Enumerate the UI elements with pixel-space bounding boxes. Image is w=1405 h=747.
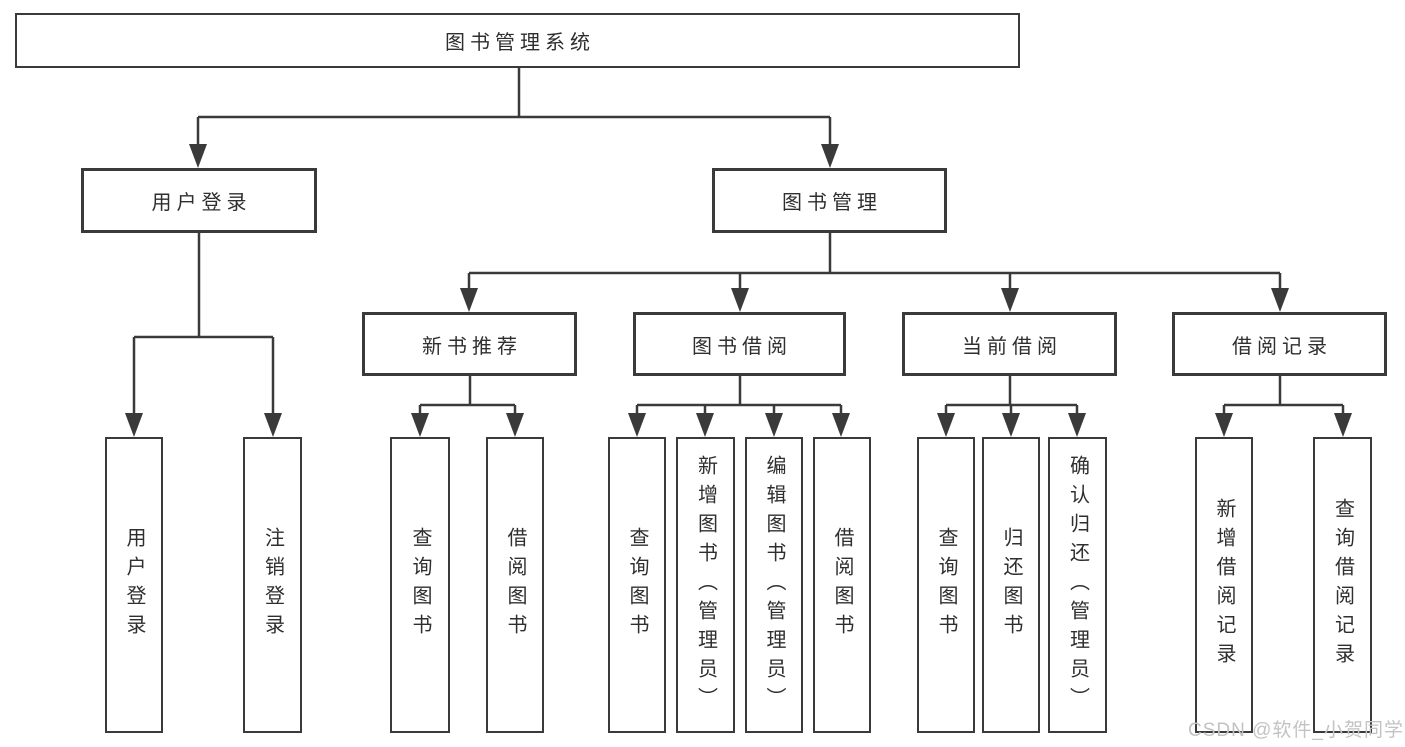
node-library-system-label: 图书管理系统 — [445, 32, 595, 54]
connector-root-to-children — [189, 68, 839, 168]
node-book-management-label: 图书管理 — [782, 192, 882, 214]
node-new-book-recommend: 新书推荐 — [362, 312, 577, 376]
node-leaf-record-query: 查询借阅记录 — [1313, 437, 1372, 733]
node-leaf-record-add-label: 新增借阅记录 — [1213, 498, 1235, 672]
node-leaf-confirm-return: 确认归还（管理员） — [1048, 437, 1107, 733]
node-user-login: 用户登录 — [81, 168, 317, 233]
node-leaf-borrow-add-book: 新增图书（管理员） — [676, 437, 735, 733]
node-leaf-record-query-label: 查询借阅记录 — [1331, 498, 1354, 672]
node-leaf-return-book-label: 归还图书 — [1000, 527, 1022, 643]
node-book-borrow: 图书借阅 — [633, 312, 846, 376]
connector-current-borrow-to-children — [937, 376, 1086, 437]
connector-book-management-to-children — [460, 233, 1289, 312]
connector-user-login-to-children — [125, 233, 282, 437]
connector-book-borrow-to-children — [628, 376, 850, 437]
node-leaf-current-query: 查询图书 — [917, 437, 975, 733]
node-leaf-record-add: 新增借阅记录 — [1195, 437, 1253, 733]
node-current-borrow: 当前借阅 — [902, 312, 1117, 376]
node-leaf-logout: 注销登录 — [243, 437, 302, 733]
node-library-system: 图书管理系统 — [15, 13, 1020, 68]
connector-borrow-record-to-children — [1215, 376, 1352, 437]
node-leaf-borrow-edit-book-label: 编辑图书（管理员） — [763, 454, 785, 716]
node-leaf-borrow-edit-book: 编辑图书（管理员） — [745, 437, 803, 733]
node-leaf-borrow-query-label: 查询图书 — [626, 527, 648, 643]
node-leaf-user-login: 用户登录 — [105, 437, 163, 733]
node-current-borrow-label: 当前借阅 — [962, 335, 1062, 358]
node-leaf-borrow-book: 借阅图书 — [813, 437, 871, 733]
node-book-borrow-label: 图书借阅 — [692, 335, 792, 358]
node-new-book-recommend-label: 新书推荐 — [422, 335, 522, 358]
node-leaf-user-login-label: 用户登录 — [123, 527, 145, 643]
node-leaf-borrow-book-label: 借阅图书 — [831, 527, 853, 643]
connector-new-book-to-children — [411, 376, 524, 437]
node-leaf-return-book: 归还图书 — [982, 437, 1040, 733]
node-leaf-borrow-add-book-label: 新增图书（管理员） — [694, 454, 717, 716]
node-leaf-newbook-query: 查询图书 — [390, 437, 450, 733]
node-borrow-records-label: 借阅记录 — [1232, 335, 1332, 358]
node-leaf-newbook-borrow-label: 借阅图书 — [504, 527, 526, 643]
node-leaf-newbook-query-label: 查询图书 — [409, 527, 431, 643]
node-leaf-logout-label: 注销登录 — [261, 527, 284, 643]
node-book-management: 图书管理 — [712, 168, 947, 233]
node-leaf-borrow-query: 查询图书 — [608, 437, 666, 733]
node-user-login-label: 用户登录 — [151, 192, 252, 214]
node-borrow-records: 借阅记录 — [1172, 312, 1387, 376]
node-leaf-confirm-return-label: 确认归还（管理员） — [1066, 454, 1089, 716]
csdn-watermark: CSDN @软件_小贺同学 — [1188, 720, 1404, 741]
node-leaf-current-query-label: 查询图书 — [935, 527, 957, 643]
node-leaf-newbook-borrow: 借阅图书 — [486, 437, 544, 733]
